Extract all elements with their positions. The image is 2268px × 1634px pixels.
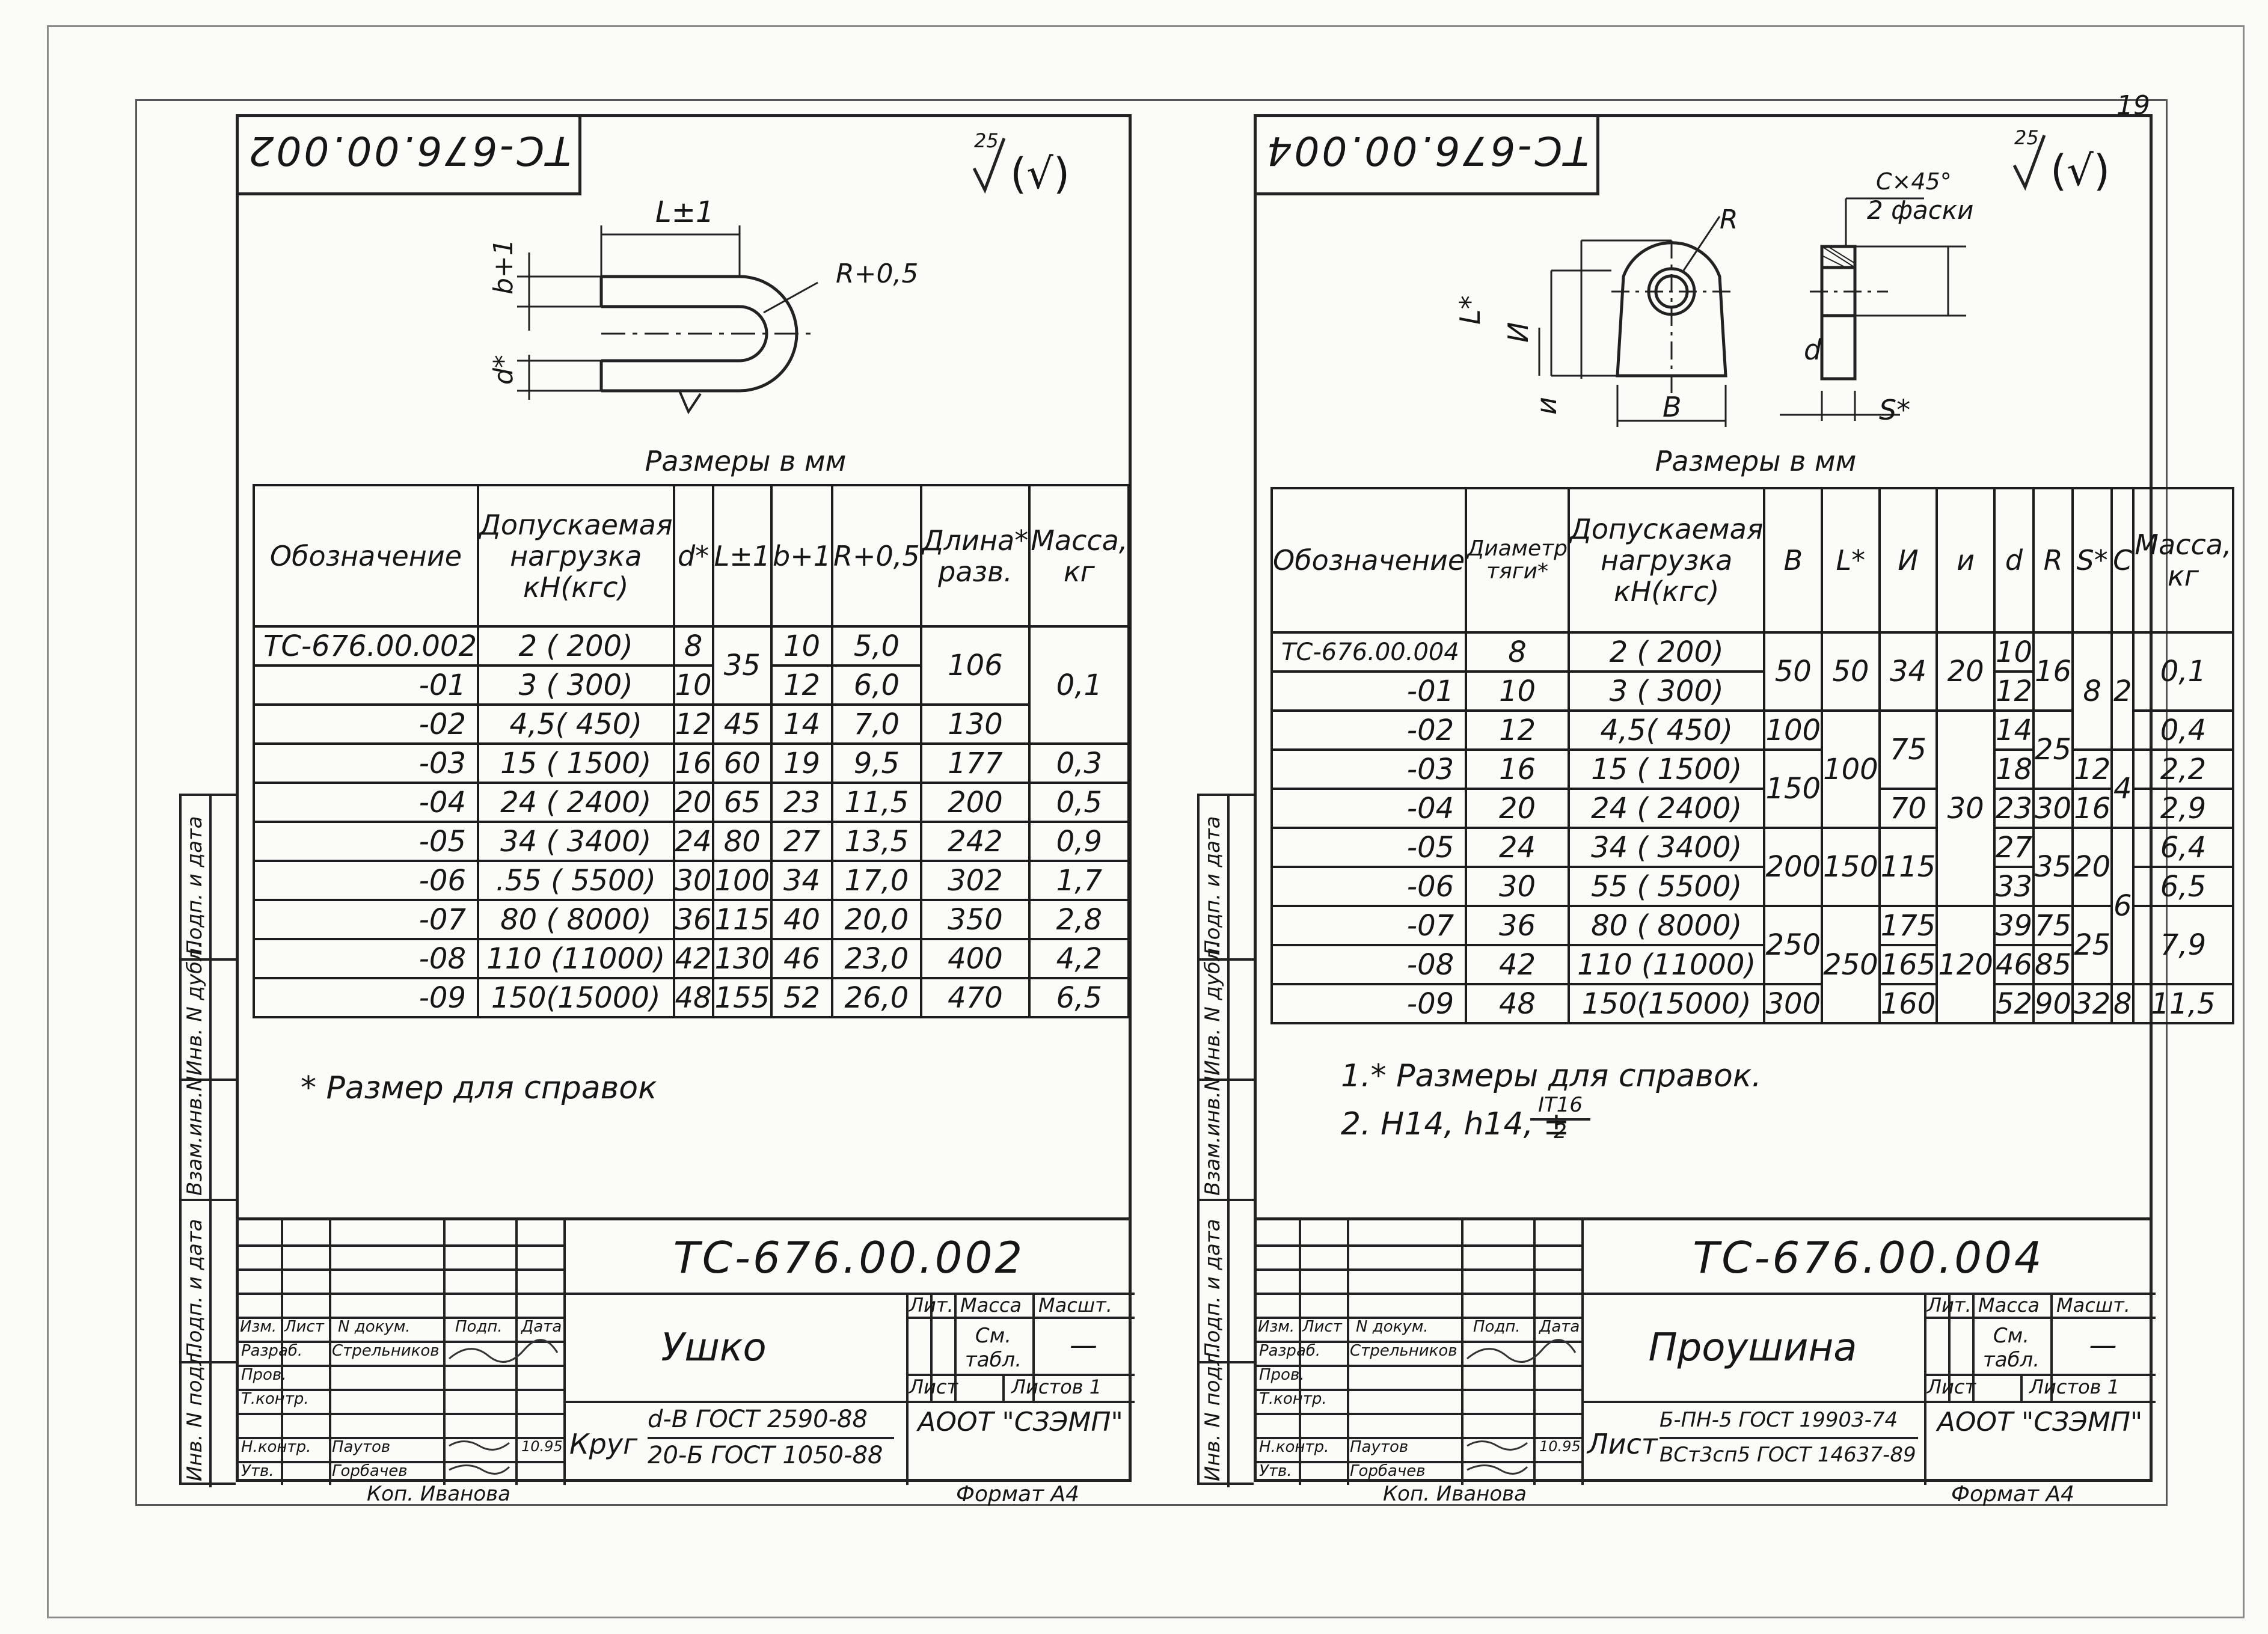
right-dim-B: В [1663, 391, 1682, 423]
right-spec-table: Обозначение Диаметр тяги* Допускаемая на… [1270, 487, 2234, 1024]
left-dim-b: b+1 [488, 239, 519, 295]
right-dim-u: и [1530, 397, 1563, 415]
lug-drawing [1538, 197, 1966, 427]
left-code-box: ТС-676.00.002 [236, 114, 581, 195]
table-row: -05 24 34 ( 3400) 200 150 115 27 35 20 6… [1270, 827, 2234, 985]
hdr-length: Длина* разв. [919, 484, 1031, 628]
right-copied: Коп. Иванова [1383, 1482, 1527, 1506]
table-row: -05 34 ( 3400) 24 80 27 13,5 242 0,9 [253, 821, 1130, 862]
table-row: -02 4,5( 450) 12 45 14 7,0 130 [253, 703, 1129, 745]
left-surface-mark: 25 (√) [972, 129, 1070, 198]
fraction-bar [1530, 1118, 1590, 1121]
table-row: -01 3 ( 300) 10 12 6,0 [253, 664, 1129, 706]
table-row: -03 16 15 ( 1500) 150 18 12 4 2,2 [1270, 748, 2234, 829]
right-dim-chamfer: C×45° [1876, 168, 1952, 195]
left-format: Формат А4 [956, 1482, 1080, 1507]
table-row: -09 48 150(15000) 300 160 52 90 32 8 11,… [1270, 983, 2234, 1024]
right-note-2-den: 2 [1554, 1119, 1567, 1143]
left-spec-table: Обозначение Допускаемая нагрузка кН(кгс)… [253, 484, 1130, 1018]
right-dim-d: d [1804, 334, 1822, 366]
right-dim-chamfers: 2 фаски [1867, 195, 1974, 225]
right-surface-mark: 25 (√) [2012, 126, 2110, 195]
left-dim-R: R+0,5 [836, 259, 919, 289]
hdr-mass: Масса, кг [1028, 484, 1130, 628]
table-row: -08 110 (11000) 42 130 46 23,0 400 4,2 [253, 938, 1130, 979]
right-note-1: 1.* Размеры для справок. [1341, 1058, 1762, 1094]
table-row: ТС-676.00.004 8 2 ( 200) 50 50 34 20 10 … [1270, 631, 2234, 751]
right-format: Формат А4 [1951, 1482, 2075, 1507]
left-note: * Размер для справок [301, 1070, 657, 1106]
right-dim-R: R [1720, 204, 1738, 235]
table-row: -08 42 110 (11000) 165 46 85 [1270, 944, 2233, 985]
left-units-caption: Размеры в мм [645, 445, 847, 477]
table-row: -04 20 24 ( 2400) 70 23 30 16 2,9 [1270, 788, 2234, 829]
table-row: -02 12 4,5( 450) 100 100 75 30 14 25 0,4 [1270, 709, 2234, 907]
outer-border [47, 25, 2245, 1618]
table-row: -01 10 3 ( 300) 12 [1270, 670, 2233, 712]
left-title-block: Изм. Лист N докум. Подп. Дата Разраб. Пр… [236, 1217, 1135, 1485]
right-note-2-num: IТ16 [1537, 1093, 1583, 1117]
signature-icon [1467, 1440, 1528, 1475]
signature-icon [449, 1440, 510, 1475]
hdr-d: d* [672, 484, 714, 628]
table-row: -07 80 ( 8000) 36 115 40 20,0 350 2,8 [253, 899, 1130, 940]
left-copied: Коп. Иванова [367, 1482, 510, 1506]
left-tb-name: Ушко [661, 1326, 767, 1370]
table-row: ТС-676.00.002 2 ( 200) 8 35 10 5,0 106 0… [253, 625, 1130, 745]
left-side-strip: Подп. и дата Инв. N дубл. Взам.инв.N Под… [179, 794, 238, 1487]
right-units-caption: Размеры в мм [1655, 445, 1857, 477]
table-row: -06 30 55 ( 5500) 33 6,5 [1270, 866, 2234, 907]
left-dim-L: L±1 [655, 195, 714, 229]
right-title-block: Изм. Лист N докум. Подп. Дата Разраб. Пр… [1254, 1217, 2156, 1485]
right-dim-L: L* [1454, 295, 1486, 325]
right-side-strip: Подп. и дата Инв. N дубл. Взам.инв.N Под… [1197, 794, 1256, 1487]
hdr-load: Допускаемая нагрузка кН(кгс) [476, 484, 675, 628]
left-tb-code: ТС-676.00.002 [673, 1232, 1025, 1283]
right-code-box: ТС-676.00.004 [1254, 114, 1599, 195]
table-row: -09 150(15000) 48 155 52 26,0 470 6,5 [253, 977, 1130, 1018]
table-row: -07 36 80 ( 8000) 250 250 175 120 39 75 … [1270, 905, 2234, 1024]
right-tb-code: ТС-676.00.004 [1693, 1232, 2044, 1283]
right-inverted-code: ТС-676.00.004 [1264, 127, 1589, 174]
right-dim-S: S* [1879, 394, 1911, 426]
hdr-designation: Обозначение [253, 484, 479, 628]
hdr-R: R+0,5 [831, 484, 922, 628]
table-row: -06 .55 ( 5500) 30 100 34 17,0 302 1,7 [253, 860, 1130, 901]
right-dim-H: И [1502, 322, 1534, 343]
ear-drawing [517, 225, 818, 415]
signature-icon [1467, 1339, 1577, 1363]
left-inverted-code: ТС-676.00.002 [246, 127, 571, 174]
left-dim-d: d* [488, 355, 519, 385]
table-row: -04 24 ( 2400) 20 65 23 11,5 200 0,5 [253, 782, 1130, 823]
signature-icon [449, 1339, 559, 1363]
right-note-2: 2. Н14, h14, ± [1341, 1106, 1570, 1142]
right-tb-name: Проушина [1648, 1326, 1857, 1370]
hdr-L: L±1 [711, 484, 773, 628]
hdr-b: b+1 [770, 484, 834, 628]
table-row: -03 15 ( 1500) 16 60 19 9,5 177 0,3 [253, 742, 1130, 784]
